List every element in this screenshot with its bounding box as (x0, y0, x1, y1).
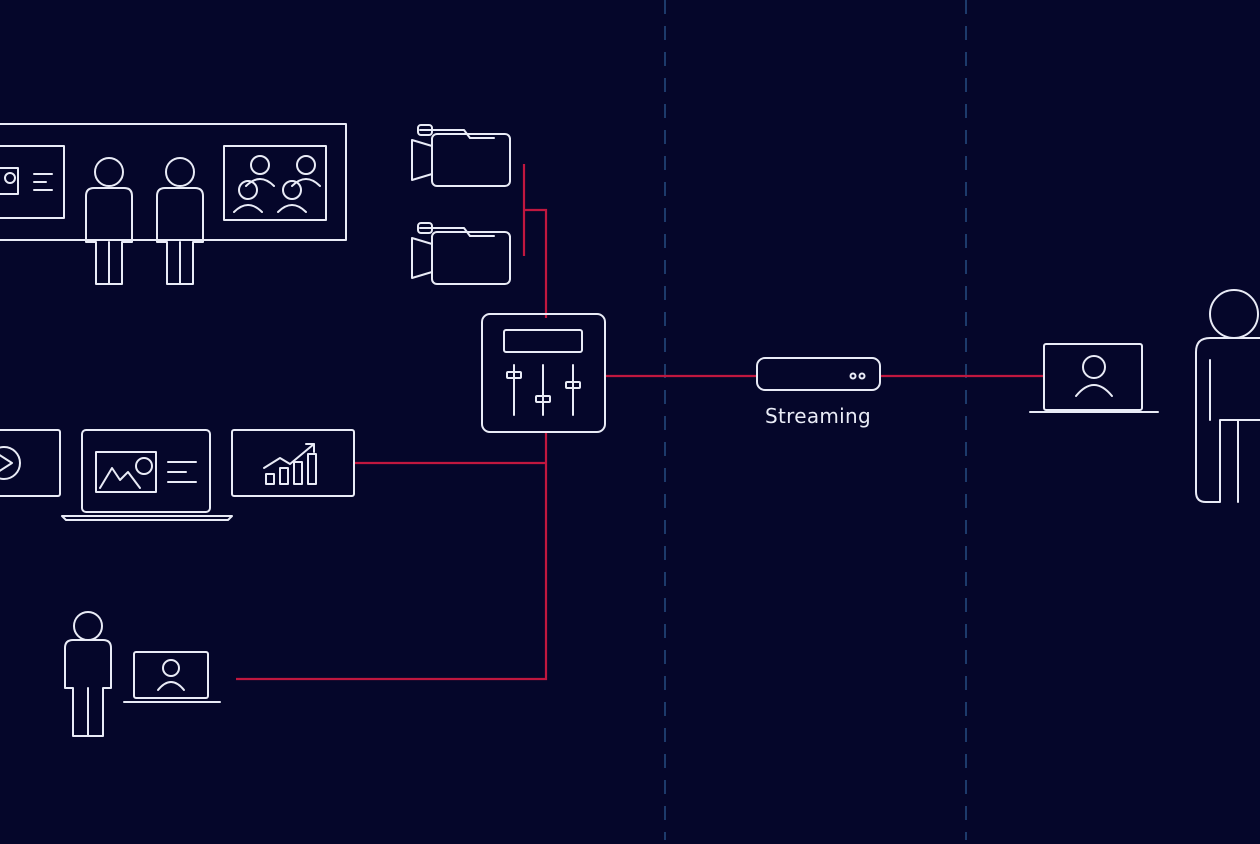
remote-to-mixer-line (236, 432, 548, 681)
connector-lines (236, 164, 1044, 681)
video-mixer-icon (481, 313, 606, 433)
remote-presenter-icon (64, 611, 221, 737)
presenter-icon (85, 157, 133, 285)
laptop-slides-icon (61, 429, 233, 521)
viewer-person-icon (1195, 289, 1260, 503)
video-camera-icon (411, 222, 511, 285)
presenter-icon (156, 157, 204, 285)
viewer-laptop-icon (1029, 343, 1159, 413)
streaming-encoder-icon (756, 357, 881, 391)
monitor-chart-icon (231, 429, 355, 497)
video-camera-icon (411, 124, 511, 187)
monitor-play-icon (0, 429, 61, 497)
stage-backdrop-icon (0, 123, 347, 241)
streaming-label: Streaming (765, 404, 871, 428)
camera-to-mixer-line (524, 208, 548, 318)
